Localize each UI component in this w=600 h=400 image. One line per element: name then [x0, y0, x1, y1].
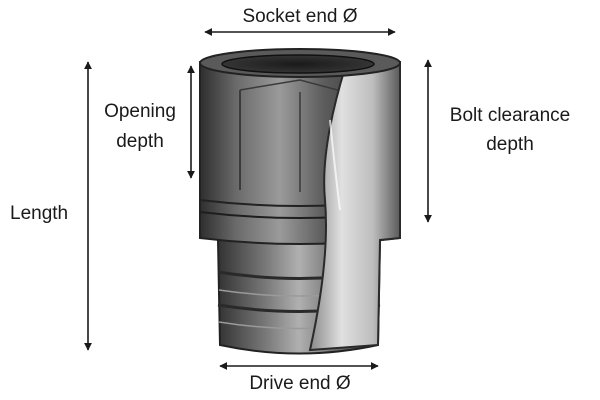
length-label: Length [10, 203, 69, 224]
socket-end-label: Socket end Ø [242, 6, 358, 27]
bolt-clearance-label-line1: Bolt clearance [449, 105, 571, 126]
opening-depth-label-line1: Opening [104, 101, 176, 122]
dimension-arrows [84, 28, 432, 370]
opening-depth-label-line2: depth [116, 131, 164, 152]
socket-illustration [199, 48, 401, 355]
bolt-clearance-label-line2: depth [486, 134, 534, 155]
drive-end-label: Drive end Ø [249, 373, 351, 394]
